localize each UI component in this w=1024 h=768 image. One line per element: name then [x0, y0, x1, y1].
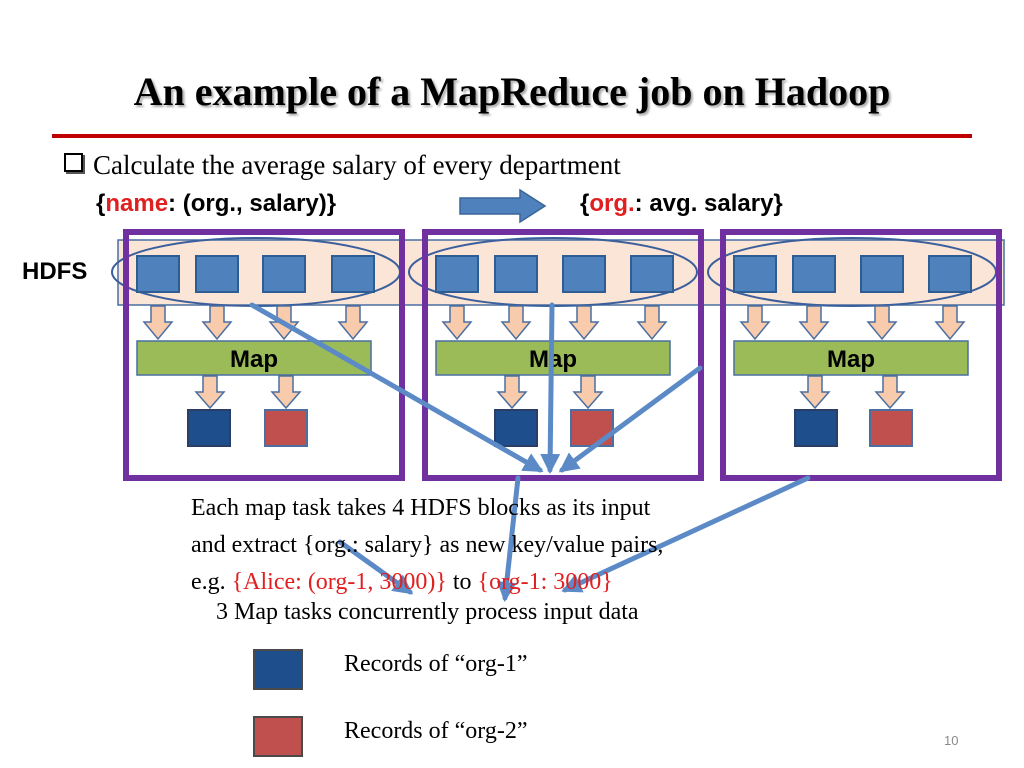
- checkbox-bullet-icon: [64, 153, 83, 172]
- map-task-border: [720, 229, 1002, 481]
- hdfs-block: [494, 255, 538, 293]
- map-task-1: Map: [136, 255, 375, 447]
- down-arrow-icon: [739, 305, 771, 341]
- legend-label-org-1: Records of “org-1”: [344, 651, 528, 677]
- down-arrow-icon: [194, 375, 226, 410]
- legend-swatch-org-1: [253, 649, 303, 690]
- down-arrow-icon: [201, 305, 233, 341]
- flow-line: [561, 475, 811, 593]
- down-arrow-icon: [496, 375, 528, 410]
- slide-title: An example of a MapReduce job on Hadoop: [133, 69, 891, 114]
- record-org-1: [794, 409, 838, 447]
- hdfs-block: [331, 255, 375, 293]
- page-number: 10: [944, 733, 959, 748]
- record-org-1: [187, 409, 231, 447]
- transform-arrow: [459, 188, 547, 224]
- record-org-2: [869, 409, 913, 447]
- hdfs-block: [136, 255, 180, 293]
- flow-line: [558, 365, 703, 473]
- hdfs-block: [792, 255, 836, 293]
- down-arrow-icon: [568, 305, 600, 341]
- description-line: e.g. {Alice: (org-1, 3000)} to {org-1: 3…: [191, 569, 613, 595]
- hdfs-label: HDFS: [22, 258, 88, 285]
- map-box: [733, 340, 969, 376]
- hdfs-block: [733, 255, 777, 293]
- concurrency-note: 3 Map tasks concurrently process input d…: [216, 599, 639, 625]
- hdfs-block: [262, 255, 306, 293]
- record-org-2: [264, 409, 308, 447]
- map-task-border: [123, 229, 405, 481]
- output-pair-format: {org.: avg. salary}: [580, 190, 783, 217]
- input-key: name: [105, 190, 169, 217]
- down-arrow-icon: [441, 305, 473, 341]
- record-org-2: [570, 409, 614, 447]
- bullet-text: Calculate the average salary of every de…: [93, 150, 621, 180]
- hdfs-block: [860, 255, 904, 293]
- map-task-description: Each map task takes 4 HDFS blocks as its…: [191, 490, 663, 601]
- hdfs-block: [562, 255, 606, 293]
- example-input: {Alice: (org-1, 3000)}: [231, 569, 447, 595]
- flow-lines: [249, 302, 811, 602]
- title-divider: [52, 134, 972, 138]
- down-arrow-icon: [874, 375, 906, 410]
- map-label: Map: [230, 346, 278, 373]
- map-task-3: Map: [733, 255, 972, 447]
- flow-line: [496, 475, 521, 602]
- down-arrow-icon: [142, 305, 174, 341]
- input-pair-format: {name: (org., salary)}: [96, 190, 337, 217]
- example-output: {org-1: 3000}: [477, 569, 613, 595]
- output-key: org.: [589, 190, 635, 217]
- flow-line: [337, 539, 414, 595]
- down-arrow-icon: [934, 305, 966, 341]
- description-line: Each map task takes 4 HDFS blocks as its…: [191, 495, 651, 521]
- down-arrow-icon: [866, 305, 898, 341]
- down-arrow-icon: [337, 305, 369, 341]
- hdfs-block: [435, 255, 479, 293]
- down-arrow-icon: [270, 375, 302, 410]
- record-org-1: [494, 409, 538, 447]
- hdfs-block: [195, 255, 239, 293]
- flow-line: [249, 302, 544, 473]
- map-task-border: [422, 229, 704, 481]
- down-arrow-icon: [500, 305, 532, 341]
- legend-label-org-2: Records of “org-2”: [344, 718, 528, 744]
- map-box: [136, 340, 372, 376]
- down-arrow-icon: [799, 375, 831, 410]
- hdfs-block: [630, 255, 674, 293]
- legend-swatch-org-2: [253, 716, 303, 757]
- down-arrow-icon: [636, 305, 668, 341]
- flow-line: [540, 302, 561, 474]
- down-arrow-icon: [572, 375, 604, 410]
- hdfs-block: [928, 255, 972, 293]
- description-line: and extract {org.: salary} as new key/va…: [191, 532, 664, 558]
- down-arrow-icon: [798, 305, 830, 341]
- map-label: Map: [827, 346, 875, 373]
- bullet-point: Calculate the average salary of every de…: [64, 150, 621, 181]
